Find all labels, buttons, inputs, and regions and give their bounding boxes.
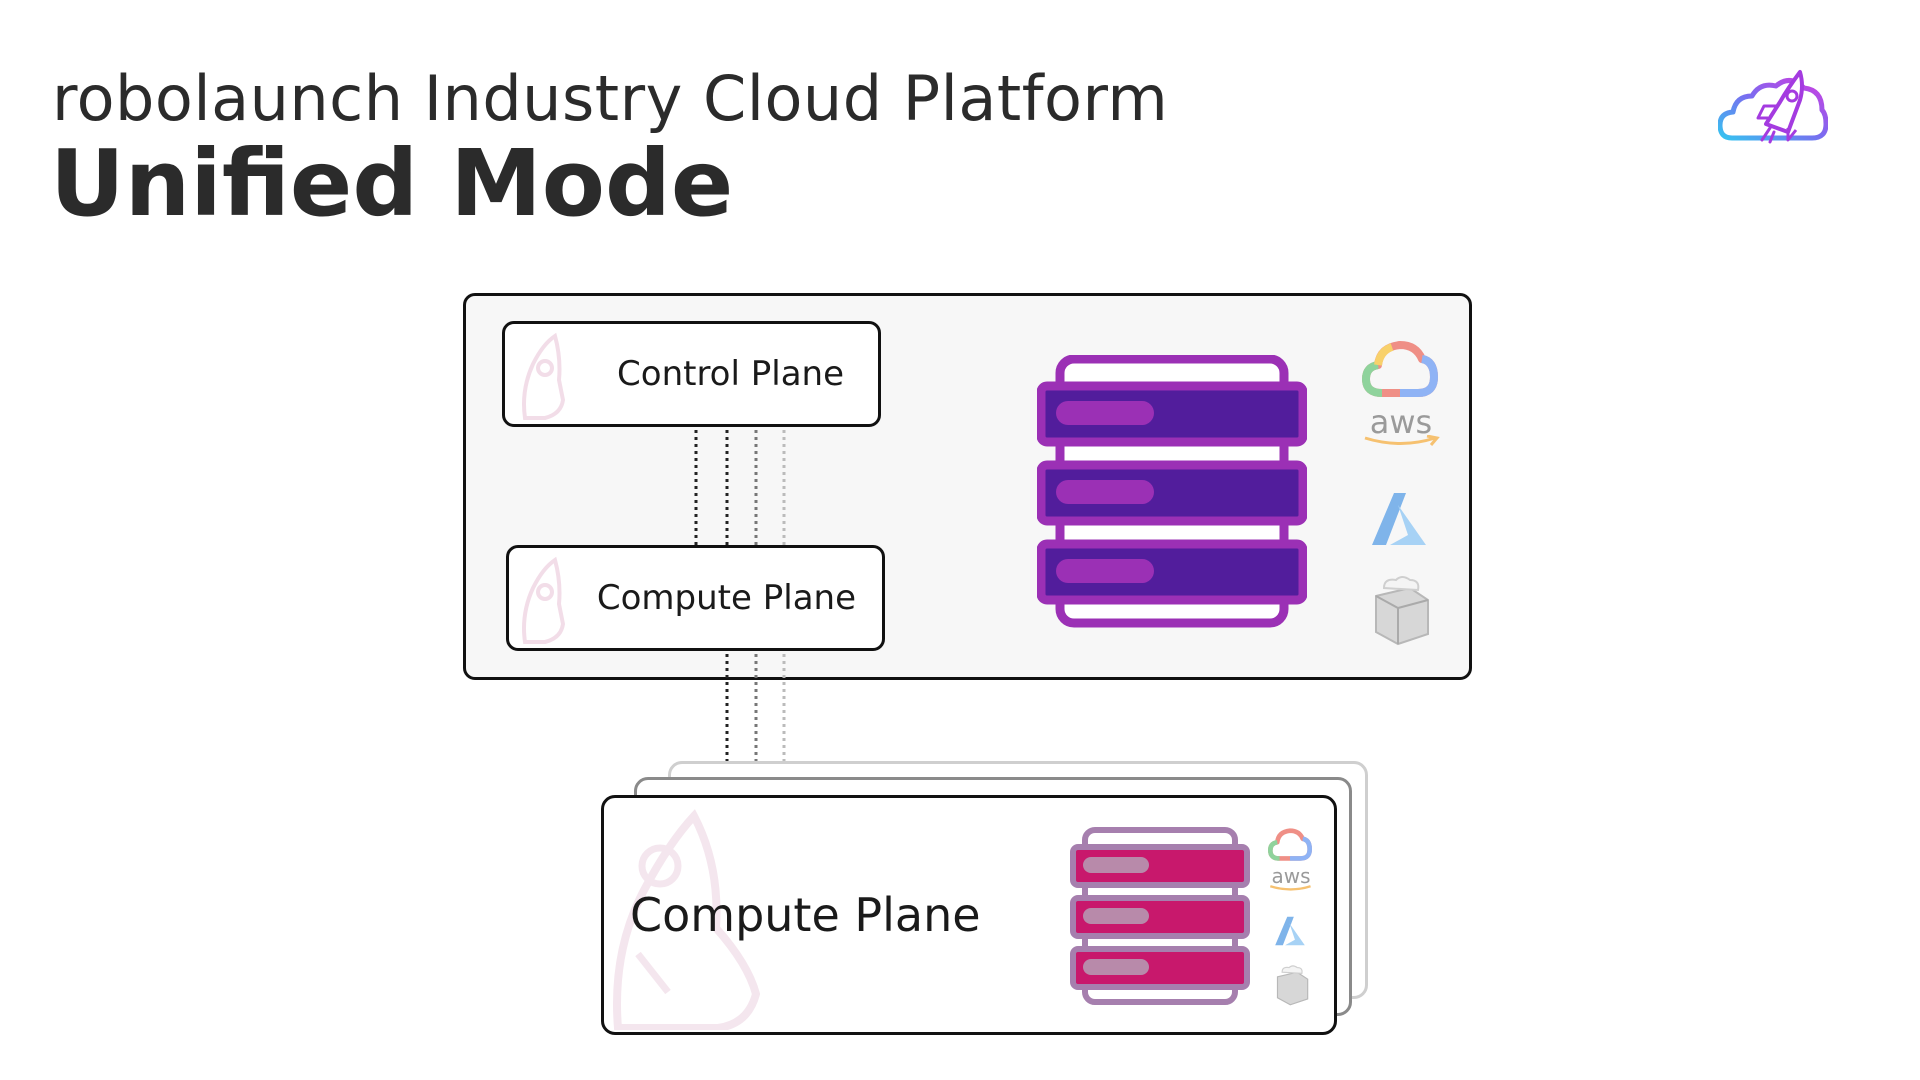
google-cloud-icon — [1268, 828, 1312, 861]
rocket-icon — [522, 332, 566, 420]
control-plane-label: Control Plane — [617, 354, 844, 394]
server-unit — [1037, 539, 1307, 605]
server-unit — [1070, 946, 1250, 990]
rocket-icon — [613, 809, 760, 1030]
page-title: Unified Mode — [50, 130, 734, 237]
cloud-provider-list: aws — [1360, 337, 1442, 647]
compute-plane-box: Compute Plane — [506, 545, 885, 651]
compute-plane-label: Compute Plane — [596, 578, 856, 618]
server-unit — [1037, 460, 1307, 526]
on-premise-server-icon — [1276, 965, 1309, 1006]
platform-subtitle: robolaunch Industry Cloud Platform — [52, 62, 1169, 135]
aws-icon: aws — [1269, 864, 1311, 891]
on-premise-server-icon — [1375, 576, 1429, 646]
remote-cloud-provider-list: aws — [1266, 826, 1316, 1006]
rocket-cloud-logo — [1718, 70, 1828, 144]
control-to-compute-links — [694, 430, 786, 545]
control-plane-box: Control Plane — [502, 321, 881, 427]
azure-icon — [1372, 493, 1426, 545]
rocket-icon — [522, 556, 566, 644]
remote-compute-plane-label: Compute Plane — [630, 888, 981, 942]
server-unit — [1037, 381, 1307, 447]
server-unit — [1070, 844, 1250, 888]
server-stack-icon — [1070, 827, 1250, 1005]
azure-icon — [1275, 916, 1305, 946]
server-unit — [1070, 895, 1250, 939]
google-cloud-icon — [1362, 341, 1438, 397]
server-stack-icon — [1037, 355, 1307, 628]
aws-icon: aws — [1360, 403, 1442, 447]
